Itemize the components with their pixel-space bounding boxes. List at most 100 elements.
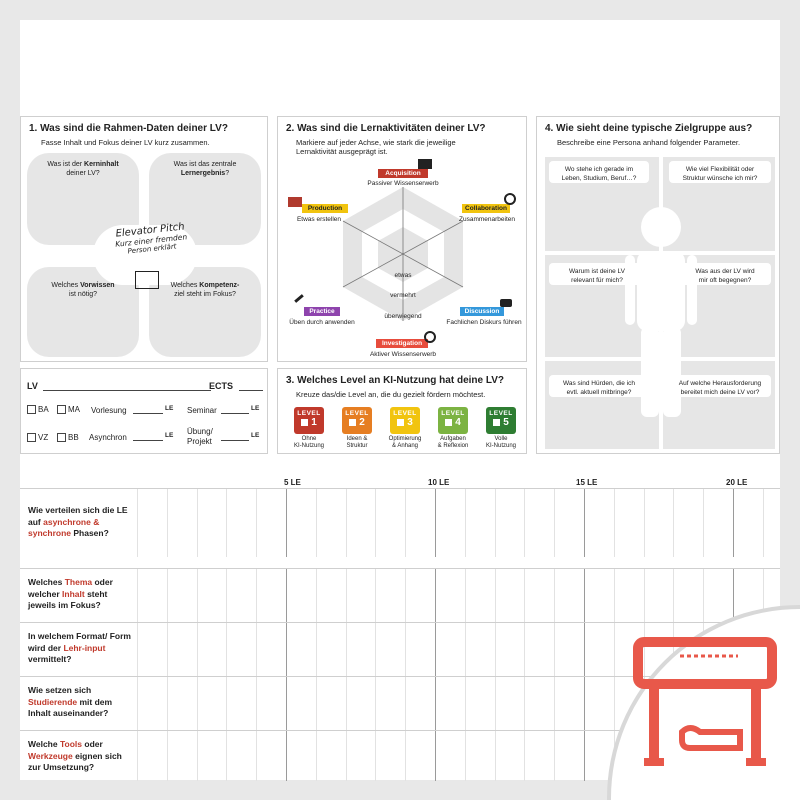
checkbox-bb[interactable]: BB — [57, 433, 79, 443]
grid-line — [405, 623, 407, 677]
level-word: LEVEL — [393, 410, 417, 417]
presenter-icon — [135, 271, 159, 289]
grid-line — [286, 569, 287, 623]
grid-line — [554, 569, 556, 623]
checkbox-ma[interactable]: MA — [57, 405, 80, 415]
tag-practice[interactable]: Practice — [304, 307, 340, 316]
radar-ring-ueberwiegend: überwiegend — [384, 313, 422, 320]
ects-label: ECTS — [209, 381, 234, 391]
grid-line — [613, 489, 615, 557]
panel-lernaktivitaeten: 2. Was sind die Lernaktivitäten deiner L… — [277, 116, 527, 362]
seminar-le: LE — [251, 405, 260, 412]
grid-line — [613, 623, 615, 677]
tag-collaboration[interactable]: Collaboration — [462, 204, 510, 213]
planning-row: Welches Thema oder welcher Inhalt steht … — [20, 568, 780, 623]
vorlesung-line[interactable] — [133, 413, 163, 414]
grid-line — [226, 623, 228, 677]
grid-line — [524, 731, 526, 781]
seminar-label: Seminar — [187, 406, 217, 415]
acquisition-sub: Passiver Wissenserwerb — [367, 180, 439, 187]
discussion-sub: Fachlichen Diskurs führen — [446, 319, 522, 326]
grid-line — [703, 489, 705, 557]
tag-production[interactable]: Production — [302, 204, 348, 213]
tag-investigation[interactable]: Investigation — [376, 339, 428, 348]
persona-q1[interactable] — [549, 161, 649, 183]
grid-line — [137, 489, 138, 557]
grid-line — [464, 623, 466, 677]
asynchron-line[interactable] — [133, 440, 163, 441]
grid-line — [524, 623, 526, 677]
grid-line — [673, 489, 675, 557]
practice-sub: Üben durch anwenden — [289, 319, 355, 326]
grid-line — [613, 569, 615, 623]
grid-line — [196, 677, 198, 731]
lv-label: LV — [27, 381, 38, 391]
checkbox-ba[interactable]: BA — [27, 405, 49, 415]
grid-line — [405, 731, 407, 781]
level-checkbox[interactable] — [397, 419, 405, 426]
plotter-icon — [633, 637, 777, 766]
level-checkbox[interactable] — [349, 419, 357, 426]
panel-title: 4. Wie sieht deine typische Zielgruppe a… — [545, 123, 753, 134]
grid-line — [673, 623, 675, 677]
persona-q4[interactable] — [679, 263, 771, 285]
tag-discussion[interactable]: Discussion — [460, 307, 504, 316]
grid-line — [137, 623, 138, 677]
level-checkbox[interactable] — [301, 419, 309, 426]
grid-line — [494, 623, 496, 677]
uebung-label: Übung/Projekt — [187, 427, 213, 446]
lv-name-line[interactable] — [43, 390, 211, 391]
grid-line — [345, 489, 347, 557]
grid-line — [733, 489, 734, 557]
level-checkbox[interactable] — [493, 419, 501, 426]
grid-line — [464, 731, 466, 781]
planning-row: Wie verteilen sich die LE auf asynchrone… — [20, 488, 780, 557]
row-grid[interactable] — [137, 489, 780, 557]
checkbox-vz[interactable]: VZ — [27, 433, 48, 443]
grid-line — [166, 677, 168, 731]
persona-q2[interactable] — [669, 161, 771, 183]
radar-ring-vermehrt: vermehrt — [390, 292, 416, 299]
grid-line — [286, 731, 287, 781]
investigation-sub: Aktiver Wissenserwerb — [369, 351, 437, 358]
level-word: LEVEL — [297, 410, 321, 417]
row-grid[interactable] — [137, 569, 780, 623]
row-question: Wie verteilen sich die LE auf asynchrone… — [28, 505, 128, 538]
grid-line — [613, 677, 615, 731]
panel-subtitle: Kreuze das/die Level an, die du gezielt … — [296, 390, 486, 399]
seminar-line[interactable] — [221, 413, 249, 414]
grid-line — [345, 569, 347, 623]
grid-line — [226, 677, 228, 731]
tag-acquisition[interactable]: Acquisition — [378, 169, 428, 178]
grid-line — [315, 623, 317, 677]
row-question: Welches Thema oder welcher Inhalt steht … — [28, 577, 113, 610]
grid-line — [345, 623, 347, 677]
level-checkbox[interactable] — [445, 419, 453, 426]
grid-line — [375, 623, 377, 677]
uebung-line[interactable] — [221, 440, 249, 441]
grid-line — [494, 677, 496, 731]
panel-subtitle: Beschreibe eine Persona anhand folgender… — [557, 138, 741, 147]
grid-line — [256, 489, 258, 557]
row-question: Wie setzen sich Studierende mit dem Inha… — [28, 685, 113, 718]
grid-line — [584, 731, 585, 781]
book-icon — [418, 159, 432, 169]
vorlesung-le: LE — [165, 405, 174, 412]
axis-label: 15 LE — [576, 478, 598, 487]
axis-label: 10 LE — [428, 478, 450, 487]
persona-q3[interactable] — [549, 263, 645, 285]
grid-line — [375, 731, 377, 781]
persona-q5[interactable] — [549, 375, 649, 397]
grid-line — [286, 677, 287, 731]
grid-line — [166, 623, 168, 677]
ects-line[interactable] — [239, 390, 263, 391]
persona-q6[interactable] — [669, 375, 771, 397]
